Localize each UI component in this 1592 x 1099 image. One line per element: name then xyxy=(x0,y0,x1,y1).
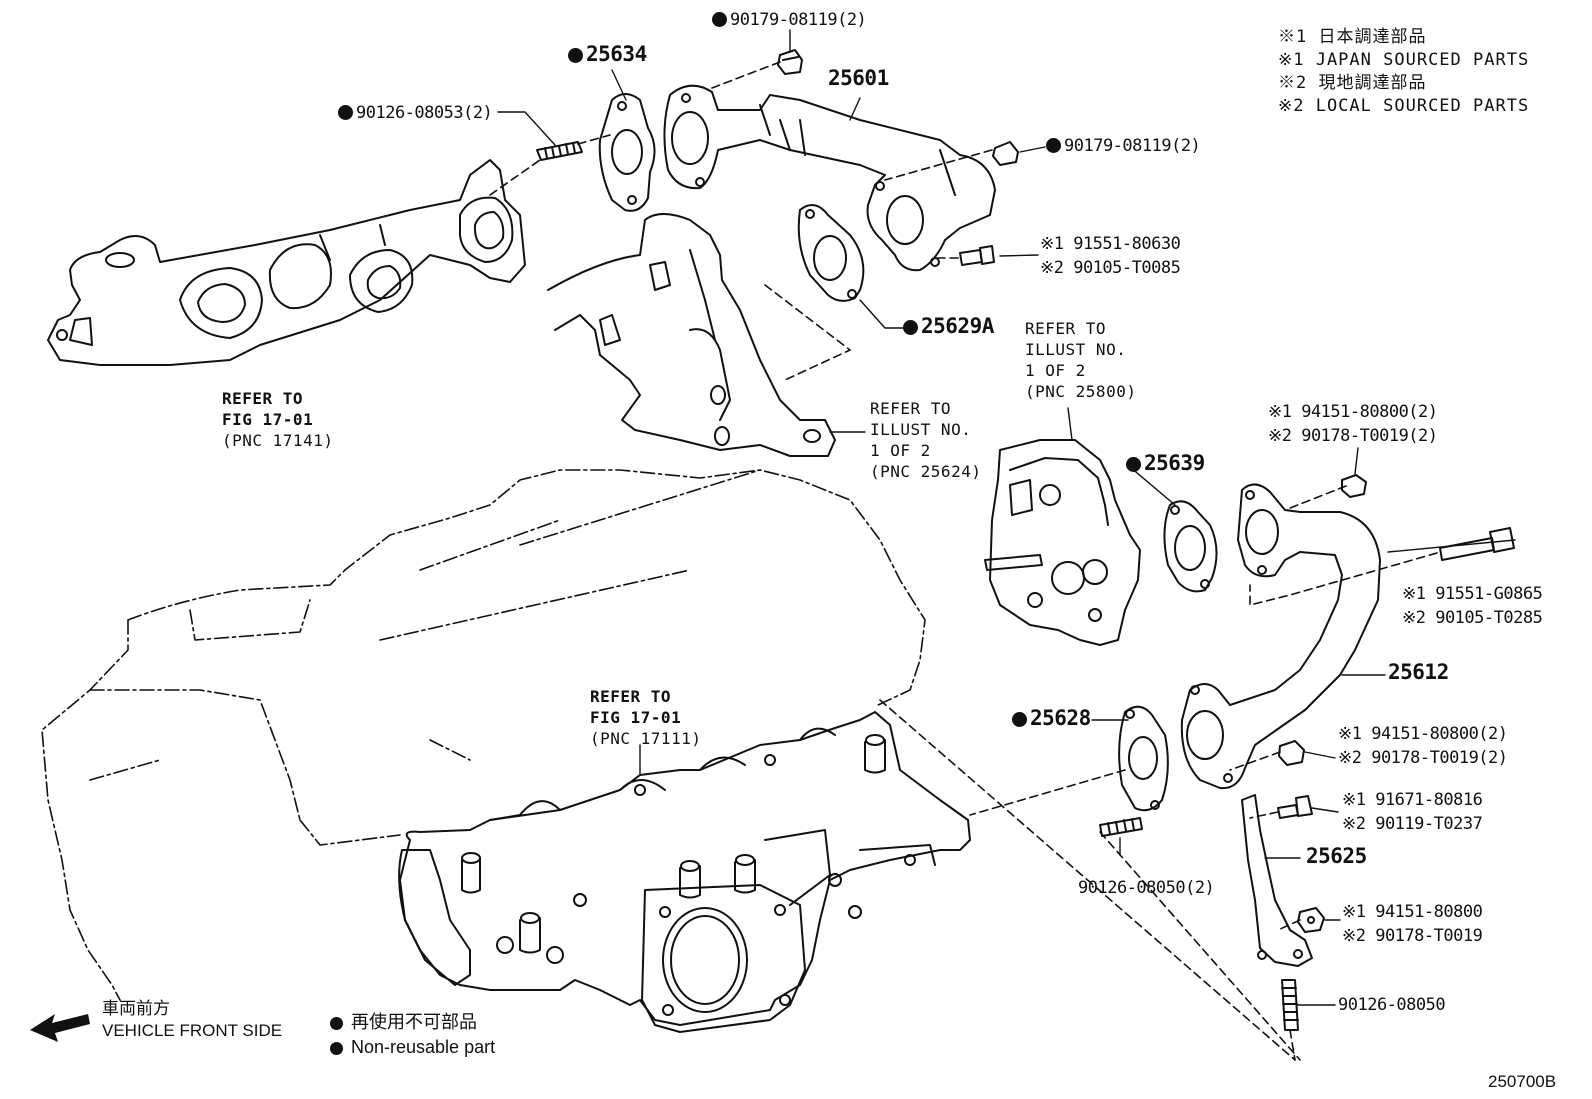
non-reusable-icon xyxy=(1046,138,1061,153)
leader-lines xyxy=(497,29,1516,1006)
legend-line: ※2 現地調達部品 xyxy=(1278,73,1427,93)
ref-pnc-17141: REFER TO FIG 17-01 (PNC 17141) xyxy=(222,389,334,450)
egr-bracket xyxy=(547,213,836,457)
callout-91551-80630: ※1 91551-80630 ※2 90105-T0085 xyxy=(1040,234,1181,278)
non-reusable-icon xyxy=(1126,457,1141,472)
engine-outline xyxy=(41,469,926,1001)
callout-91551-G0865: ※1 91551-G0865 ※2 90105-T0285 xyxy=(1402,584,1543,628)
non-reusable-icon xyxy=(330,1017,343,1030)
callout-25634: 25634 xyxy=(568,44,647,65)
sourcing-legend: ※1 日本調達部品 ※1 JAPAN SOURCED PARTS ※2 現地調達… xyxy=(1278,26,1529,118)
egr-valve xyxy=(984,439,1141,646)
figure-id: 250700B xyxy=(1488,1072,1557,1091)
exhaust-manifold xyxy=(47,159,526,366)
callout-25601: 25601 xyxy=(828,66,889,90)
stud-90126-08050 xyxy=(1281,979,1299,1031)
ref-pnc-17111: REFER TO FIG 17-01 (PNC 17111) xyxy=(590,687,702,748)
callout-25639: 25639 xyxy=(1126,453,1205,474)
gasket-25634 xyxy=(598,93,656,212)
nut-94151-top xyxy=(1341,474,1367,498)
gasket-25639 xyxy=(1163,500,1218,593)
callout-90126-top: 90126-08053(2) xyxy=(338,103,493,123)
callout-91671: ※1 91671-80816 ※2 90119-T0237 xyxy=(1342,790,1483,834)
intake-manifold xyxy=(398,711,971,1033)
egr-pipe-25612 xyxy=(1180,483,1381,790)
bracket-25625 xyxy=(1241,794,1313,967)
callout-90126-08050: 90126-08050 xyxy=(1338,995,1446,1015)
bolt-91671 xyxy=(1277,795,1313,819)
non-reusable-legend: 再使用不可部品 Non-reusable part xyxy=(330,1010,495,1060)
ref-pnc-25800: REFER TO ILLUST NO. 1 OF 2 (PNC 25800) xyxy=(1025,319,1137,401)
callout-90126-08050-2: 90126-08050(2) xyxy=(1078,878,1215,898)
assembly-lines xyxy=(489,61,1438,1061)
egr-pipe-25601 xyxy=(663,84,996,272)
callout-94151-top: ※1 94151-80800(2) ※2 90178-T0019(2) xyxy=(1268,402,1438,446)
callout-94151-lower: ※1 94151-80800 ※2 90178-T0019 xyxy=(1342,902,1483,946)
legend-line: ※1 日本調達部品 xyxy=(1278,27,1427,47)
nut-90179-right xyxy=(992,141,1019,166)
nut-90179-top xyxy=(777,49,803,75)
nut-94151-lower xyxy=(1297,907,1325,933)
non-reusable-icon xyxy=(568,48,583,63)
callout-90179-top: 90179-08119(2) xyxy=(712,10,867,30)
callout-90179-right: 90179-08119(2) xyxy=(1046,136,1201,156)
bolt-91551-80630 xyxy=(959,245,995,266)
gasket-25628 xyxy=(1118,705,1169,812)
vehicle-front-label: 車両前方 VEHICLE FRONT SIDE xyxy=(102,999,283,1040)
non-reusable-icon xyxy=(330,1042,343,1055)
ref-pnc-25624: REFER TO ILLUST NO. 1 OF 2 (PNC 25624) xyxy=(870,399,982,481)
stud-90126-08053 xyxy=(536,141,583,161)
non-reusable-icon xyxy=(1012,712,1027,727)
non-reusable-icon xyxy=(338,105,353,120)
arrow-left-icon xyxy=(30,1014,90,1042)
callout-25625: 25625 xyxy=(1306,844,1367,868)
non-reusable-icon xyxy=(903,320,918,335)
non-reusable-icon xyxy=(712,12,727,27)
callout-25612: 25612 xyxy=(1388,660,1449,684)
legend-line: ※1 JAPAN SOURCED PARTS xyxy=(1278,50,1530,70)
callout-25628: 25628 xyxy=(1012,708,1091,729)
callout-94151-mid: ※1 94151-80800(2) ※2 90178-T0019(2) xyxy=(1338,724,1508,768)
stud-90126-08050-2 xyxy=(1099,817,1143,837)
nut-94151-mid xyxy=(1278,740,1305,766)
bolt-91551-G0865 xyxy=(1439,527,1515,561)
legend-line: ※2 LOCAL SOURCED PARTS xyxy=(1278,96,1530,116)
callout-25629A: 25629A xyxy=(903,316,994,337)
gasket-25629A xyxy=(797,204,865,302)
